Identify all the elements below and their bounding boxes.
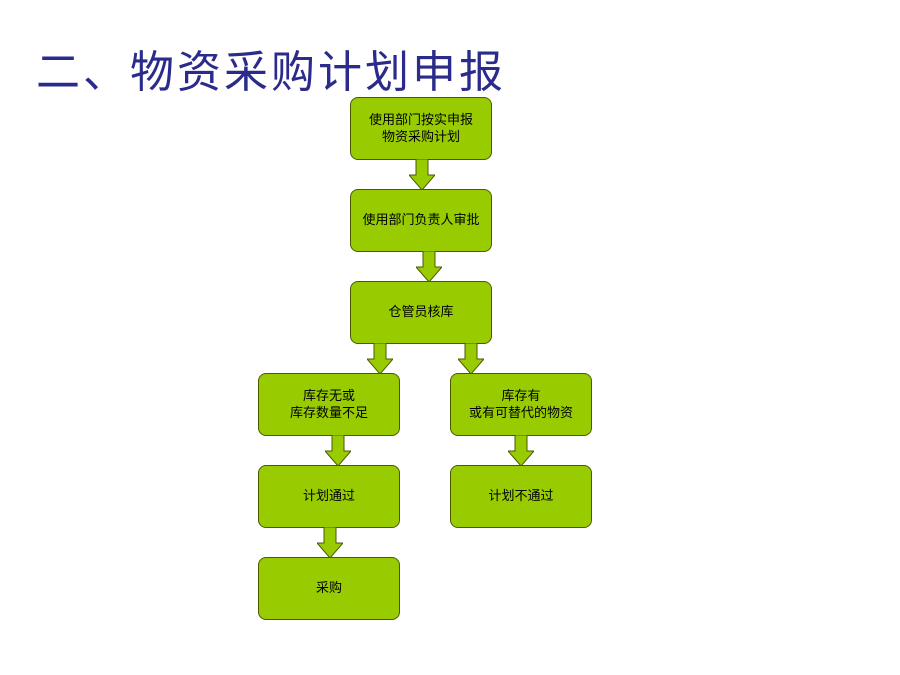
arrow-down-icon — [508, 435, 534, 467]
arrow-down-icon — [317, 527, 343, 559]
node-stock-insufficient: 库存无或 库存数量不足 — [258, 373, 400, 436]
node-dept-approve: 使用部门负责人审批 — [350, 189, 492, 252]
arrow-down-icon — [409, 159, 435, 191]
node-plan-reject: 计划不通过 — [450, 465, 592, 528]
arrow-down-icon — [367, 343, 393, 375]
node-purchase: 采购 — [258, 557, 400, 620]
node-apply: 使用部门按实申报 物资采购计划 — [350, 97, 492, 160]
slide-title: 二、物资采购计划申报 — [36, 47, 506, 98]
node-plan-pass: 计划通过 — [258, 465, 400, 528]
arrow-down-icon — [458, 343, 484, 375]
node-stock-available: 库存有 或有可替代的物资 — [450, 373, 592, 436]
arrow-down-icon — [416, 251, 442, 283]
arrow-down-icon — [325, 435, 351, 467]
node-warehouse-check: 仓管员核库 — [350, 281, 492, 344]
